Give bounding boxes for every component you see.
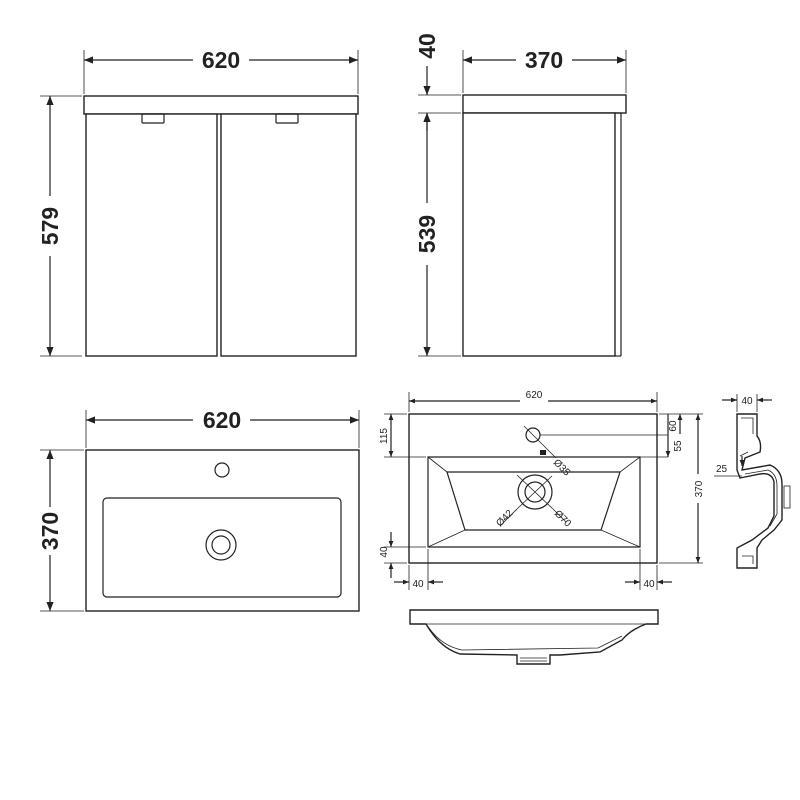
detail-outline	[408, 413, 658, 564]
front-edge-label: 40	[379, 546, 390, 558]
detail-bowl-corner-bl	[427, 529, 466, 548]
plan-width-label: 620	[203, 407, 241, 433]
side-top-slab	[462, 94, 627, 114]
detail-waste-inner	[524, 481, 546, 503]
tap-hole-leader-a	[523, 425, 543, 445]
tap-hole-leader-b	[541, 443, 557, 459]
basin-plan-bowl	[102, 497, 342, 598]
left-edge-label: 40	[412, 579, 424, 590]
left-door-handle	[141, 113, 165, 124]
side-view: 370 40 539	[414, 33, 627, 357]
detail-bowl-corner-tr	[619, 456, 641, 473]
rim-width-label: 40	[741, 396, 753, 407]
plan-depth-label: 370	[37, 512, 63, 550]
detail-bowl-corner-tl	[427, 456, 448, 473]
front-height-label: 579	[37, 207, 63, 245]
basin-section-view: 40 25	[714, 394, 791, 569]
detail-waste-outer	[517, 474, 553, 510]
waste-outer-ring	[205, 529, 237, 561]
right-edge-label: 40	[643, 579, 655, 590]
right-door	[220, 113, 357, 357]
basin-plan-view: 620 370	[37, 407, 360, 612]
right-door-handle	[275, 113, 299, 124]
front-top-slab	[83, 95, 359, 115]
section-inner-lines	[739, 417, 778, 564]
basin-detail-view: Ø35 Ø42 Ø70 620 115 40 40	[379, 390, 705, 590]
tap-hole-icon	[214, 462, 230, 478]
basin-elevation-outline	[409, 609, 659, 665]
front-width-label: 620	[202, 47, 240, 73]
side-cabinet	[462, 112, 616, 357]
waste-leader-b	[516, 474, 554, 510]
cabinet-height-label: 539	[414, 215, 440, 253]
top-thickness-label: 40	[414, 33, 440, 59]
waste-leader-a-ext	[499, 507, 519, 527]
edge-55-label: 55	[673, 440, 684, 452]
left-door	[85, 113, 218, 357]
detail-bowl-corner-br	[600, 529, 641, 548]
side-depth-label: 370	[525, 47, 563, 73]
tap-hole-marker	[540, 450, 546, 455]
edge-60-label: 60	[668, 420, 679, 432]
front-view: 620 579	[37, 47, 359, 357]
section-profile	[736, 413, 783, 569]
detail-depth-label: 370	[694, 480, 705, 497]
waste-inner-ring	[211, 535, 231, 555]
basin-bowl-curve	[428, 627, 623, 651]
tap-offset-label: 115	[379, 428, 390, 444]
waste-leader-b-ext	[552, 508, 567, 523]
basin-front-elevation	[409, 609, 659, 665]
wall-label: 25	[716, 464, 728, 475]
section-overflow-cap	[783, 485, 791, 509]
detail-width-label: 620	[526, 390, 543, 401]
